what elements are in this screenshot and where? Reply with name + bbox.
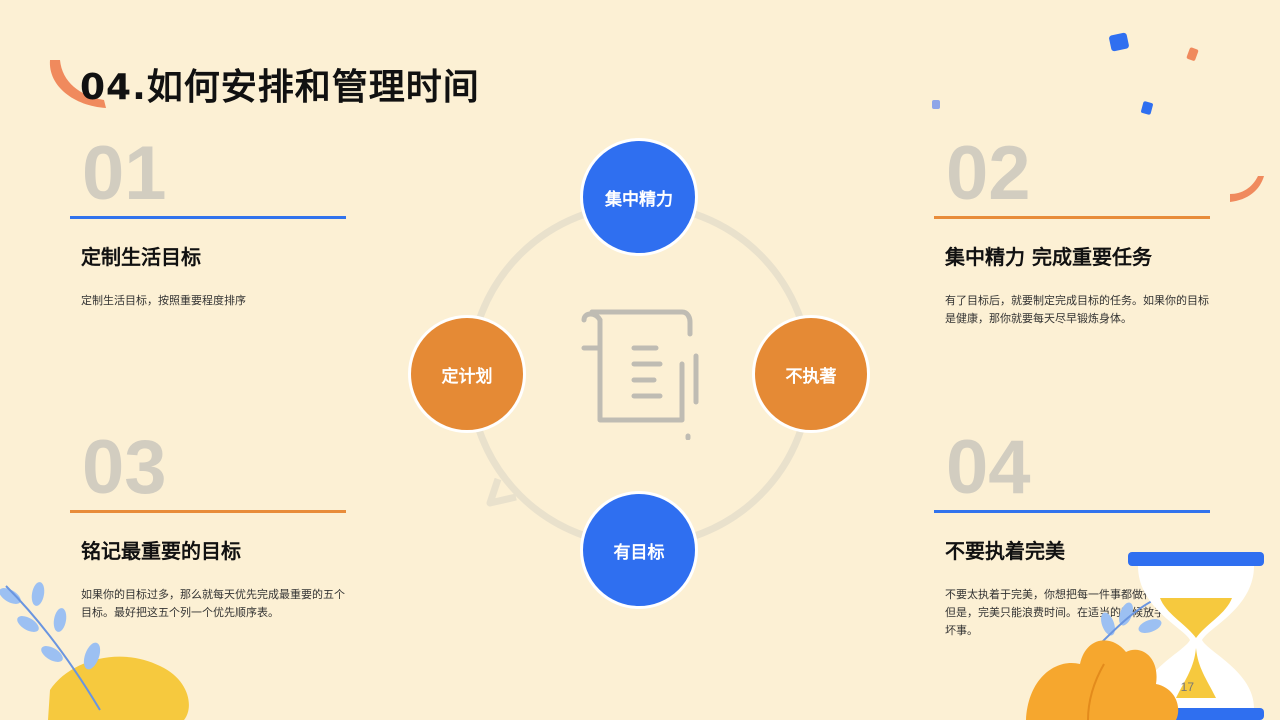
section-rule [70, 216, 346, 219]
section-04: 04 不要执着完美 不要太执着于完美，你想把每一件事都做得完美无缺。但是，完美只… [934, 430, 1215, 640]
section-body: 有了目标后，就要制定完成目标的任务。如果你的目标是健康，那你就要每天尽早锻炼身体… [945, 294, 1209, 325]
scroll-document-icon [581, 309, 699, 440]
section-body: 不要太执着于完美，你想把每一件事都做得完美无缺。但是，完美只能浪费时间。在适当的… [945, 588, 1209, 637]
section-body: 定制生活目标，按照重要程度排序 [81, 294, 246, 307]
section-number: 03 [82, 425, 167, 510]
page-number: 17 [1180, 680, 1194, 694]
section-title: 铭记最重要的目标 [81, 539, 241, 563]
decor-swoosh-left [49, 60, 106, 108]
hourglass-icon [1026, 552, 1264, 720]
section-01: 01 定制生活目标 定制生活目标，按照重要程度排序 [70, 136, 351, 310]
section-rule [70, 510, 346, 513]
section-title: 定制生活目标 [81, 245, 201, 269]
node-not-obsessive: 不执著 [752, 315, 870, 433]
section-number: 02 [946, 131, 1031, 216]
section-number: 01 [82, 131, 167, 216]
node-plan: 定计划 [408, 315, 526, 433]
section-02: 02 集中精力 完成重要任务 有了目标后，就要制定完成目标的任务。如果你的目标是… [934, 136, 1215, 328]
section-03: 03 铭记最重要的目标 如果你的目标过多，那么就每天优先完成最重要的五个目标。最… [70, 430, 351, 622]
section-number: 04 [946, 425, 1031, 510]
section-rule [934, 510, 1210, 513]
section-rule [934, 216, 1210, 219]
section-title: 集中精力 完成重要任务 [945, 245, 1152, 269]
section-body: 如果你的目标过多，那么就每天优先完成最重要的五个目标。最好把这五个列一个优先顺序… [81, 588, 345, 619]
decor-confetti [932, 32, 1264, 202]
node-focus: 集中精力 [580, 138, 698, 256]
section-title: 不要执着完美 [945, 539, 1065, 563]
node-goal: 有目标 [580, 491, 698, 609]
page-title: 04.如何安排和管理时间 [80, 67, 480, 108]
decor-leaves-left [0, 582, 189, 720]
